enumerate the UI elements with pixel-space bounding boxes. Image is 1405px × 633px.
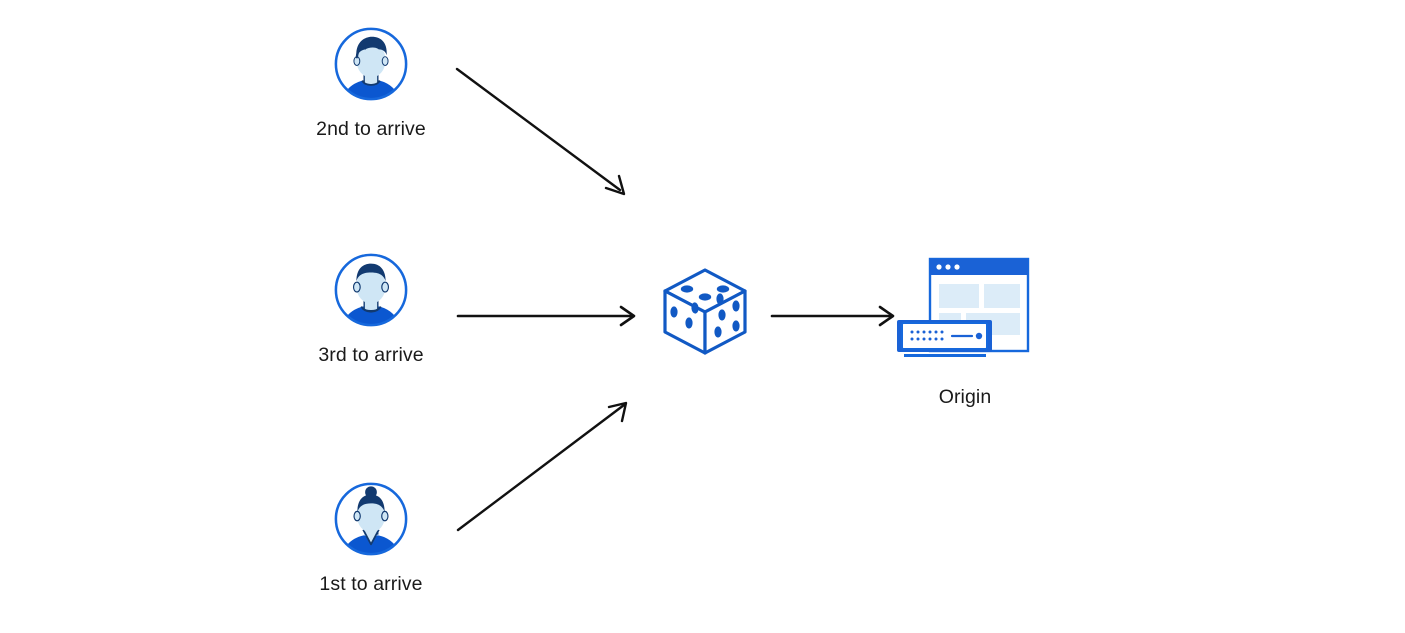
node-randomizer[interactable]	[652, 258, 762, 368]
arrow-2nd-to-dice	[455, 67, 626, 196]
dice-pips-right	[714, 293, 740, 338]
arrow-3rd-to-dice	[456, 305, 636, 327]
avatar	[296, 250, 446, 330]
node-label-origin: Origin	[938, 386, 992, 408]
server-device-icon	[897, 320, 992, 357]
node-visitor-2nd[interactable]: 2nd to arrive	[296, 24, 446, 141]
node-visitor-3rd[interactable]: 3rd to arrive	[296, 250, 446, 367]
avatar	[296, 479, 446, 559]
user-avatar-icon	[334, 482, 408, 556]
node-label-visitor-1st: 1st to arrive	[319, 573, 423, 595]
node-origin[interactable]: Origin	[880, 255, 1050, 409]
dice-pips-top	[680, 285, 730, 301]
dice-pips-left	[670, 302, 699, 329]
server-ports	[910, 330, 944, 341]
user-avatar-icon	[334, 27, 408, 101]
node-label-visitor-3rd: 3rd to arrive	[318, 344, 424, 366]
node-label-visitor-2nd: 2nd to arrive	[316, 118, 426, 140]
origin-server-icon	[880, 255, 1050, 370]
arrow-1st-to-dice	[456, 401, 628, 532]
user-avatar-icon	[334, 253, 408, 327]
dice-icon	[663, 268, 747, 355]
arrow-dice-to-origin	[770, 305, 895, 327]
avatar	[296, 24, 446, 104]
node-visitor-1st[interactable]: 1st to arrive	[296, 479, 446, 596]
